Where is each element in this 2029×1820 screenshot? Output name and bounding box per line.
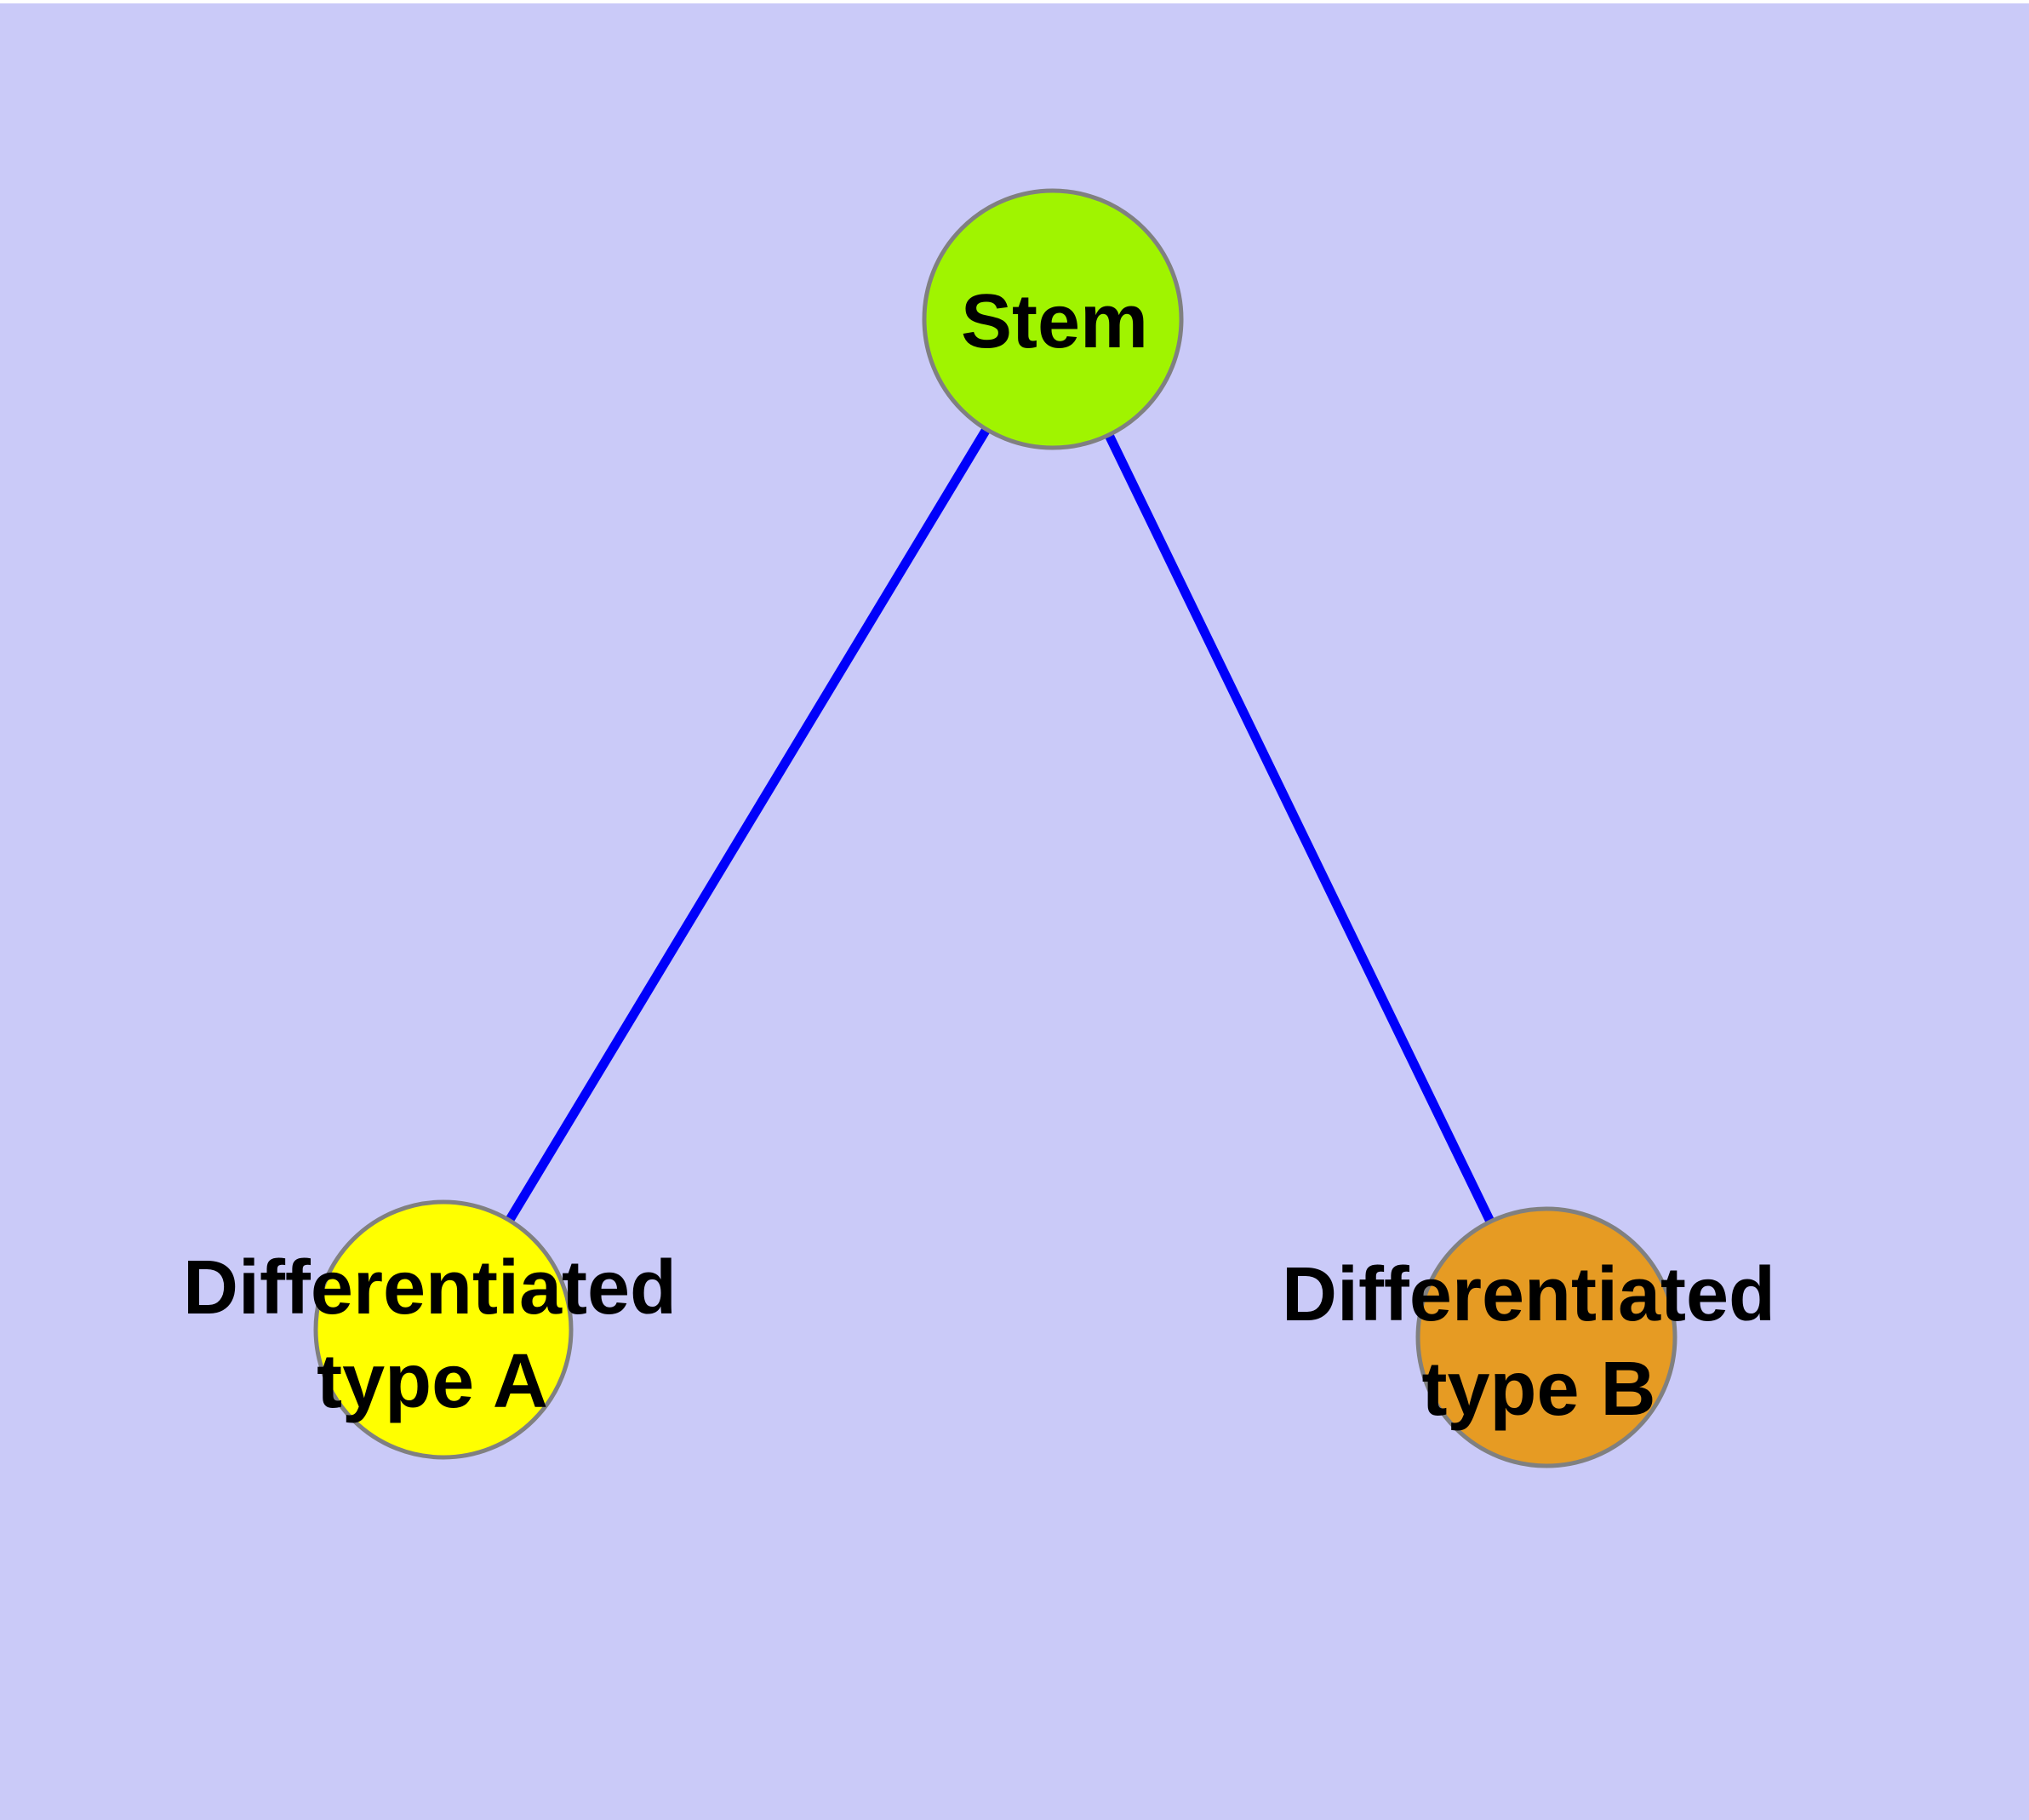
node-group [313,188,1677,1468]
edge-stem-to-type-b [1049,317,1551,1340]
edge-stem-to-type-a [439,317,1057,1332]
node-differentiated-type-b-label-line1: Differentiated [1282,1252,1775,1337]
node-differentiated-type-a-label-line2: type A [317,1339,548,1424]
node-differentiated-type-a-label-line1: Differentiated [183,1245,677,1331]
node-stem-circle [922,188,1184,450]
node-stem-label: Stem [961,279,1148,364]
node-label-group: Stem Differentiated type A Differentiate… [183,279,1775,1432]
node-differentiated-type-b-label-line2: type B [1421,1347,1655,1432]
node-differentiated-type-a-circle [313,1199,574,1460]
edge-group [439,317,1551,1340]
node-differentiated-type-b-circle [1415,1206,1677,1468]
